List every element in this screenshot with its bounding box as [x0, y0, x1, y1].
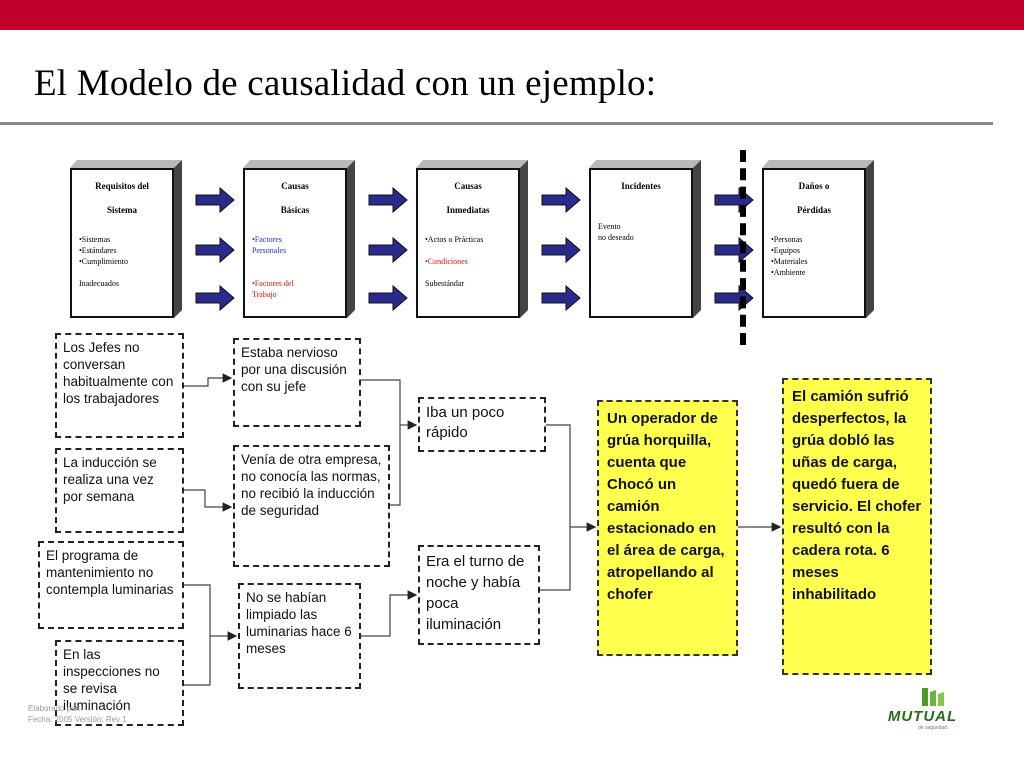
block-arrow: [195, 284, 235, 312]
footer-line1: Elaborado por:: [28, 704, 81, 713]
box-heading-line1: Causas: [454, 181, 482, 191]
box-item: Trabajo: [252, 290, 277, 299]
box-heading-line1: Daños o: [798, 181, 830, 191]
box-heading-line2: Pérdidas: [796, 205, 831, 215]
block-arrow: [368, 236, 408, 264]
block-arrow: [195, 186, 235, 214]
box-heading-line1: Causas: [281, 181, 309, 191]
box-item: •Equipos: [771, 246, 801, 255]
cause-box-inspecciones: En las inspecciones no se revisa ilumina…: [55, 640, 184, 726]
block-arrow: [541, 186, 581, 214]
cause-box-rapido: Iba un poco rápido: [418, 397, 546, 452]
block-arrow: [541, 284, 581, 312]
block-arrow: [541, 236, 581, 264]
cause-box-induccion: La inducción se realiza una vez por sema…: [55, 448, 184, 533]
dashed-separator: [740, 150, 746, 345]
cause-box-venia: Venía de otra empresa, no conocía las no…: [233, 445, 390, 567]
block-arrow: [195, 236, 235, 264]
model-box-incidentes: Incidentes Evento no deseado: [589, 160, 701, 318]
block-arrow: [368, 284, 408, 312]
model-box-danos: Daños o Pérdidas •Personas •Equipos •Mate…: [762, 160, 874, 318]
box-item: no deseado: [598, 233, 634, 242]
cause-box-limpiado: No se habían limpiado las luminarias hac…: [238, 583, 361, 689]
box-item: •Factores: [252, 235, 282, 244]
title-divider: [0, 122, 993, 125]
box-item: •Cumplimiento: [79, 257, 129, 266]
box-heading-line1: Incidentes: [621, 181, 661, 191]
logo-text: MUTUAL: [887, 708, 958, 725]
logo-subtext: de seguridad: [918, 725, 947, 731]
block-arrow: [368, 186, 408, 214]
box-item: Personales: [252, 246, 287, 255]
box-item: •Actos o Prácticas: [425, 235, 484, 244]
box-item: •Condiciones: [425, 257, 468, 266]
box-item: Evento: [598, 222, 621, 231]
box-item: Subestándar: [425, 279, 465, 288]
damage-box-camion: El camión sufrió desperfectos, la grúa d…: [782, 378, 932, 675]
box-item: •Sistemas: [79, 235, 111, 244]
box-heading-line1: Requisitos del: [95, 181, 149, 191]
mutual-logo: MUTUAL de seguridad: [870, 686, 975, 736]
box-item: •Factores del: [252, 279, 294, 288]
box-heading-line2: Básicas: [280, 205, 310, 215]
footer-note: Elaborado por: Fecha: 2005 Versión: Rev …: [28, 703, 127, 725]
box-item: •Materiales: [771, 257, 808, 266]
box-heading-line2: Sistema: [107, 205, 137, 215]
top-color-bar: [0, 0, 1024, 30]
cause-box-nervioso: Estaba nervioso por una discusión con su…: [233, 338, 361, 427]
footer-line2: Fecha: 2005 Versión: Rev 1: [28, 715, 127, 724]
slide-title: El Modelo de causalidad con un ejemplo:: [34, 63, 657, 104]
logo-icon: [922, 688, 944, 706]
cause-box-turno: Era el turno de noche y había poca ilumi…: [418, 545, 540, 645]
box-heading-line2: Inmediatas: [446, 205, 490, 215]
box-item: Inadecuados: [79, 279, 119, 288]
cause-box-programa: El programa de mantenimiento no contempl…: [38, 541, 184, 629]
cause-box-jefes: Los Jefes no conversan habitualmente con…: [55, 333, 184, 438]
box-item: •Personas: [771, 235, 803, 244]
box-item: •Estándares: [79, 246, 117, 255]
box-item: •Ambiente: [771, 268, 806, 277]
incident-box-operador: Un operador de grúa horquilla, cuenta qu…: [597, 400, 738, 656]
